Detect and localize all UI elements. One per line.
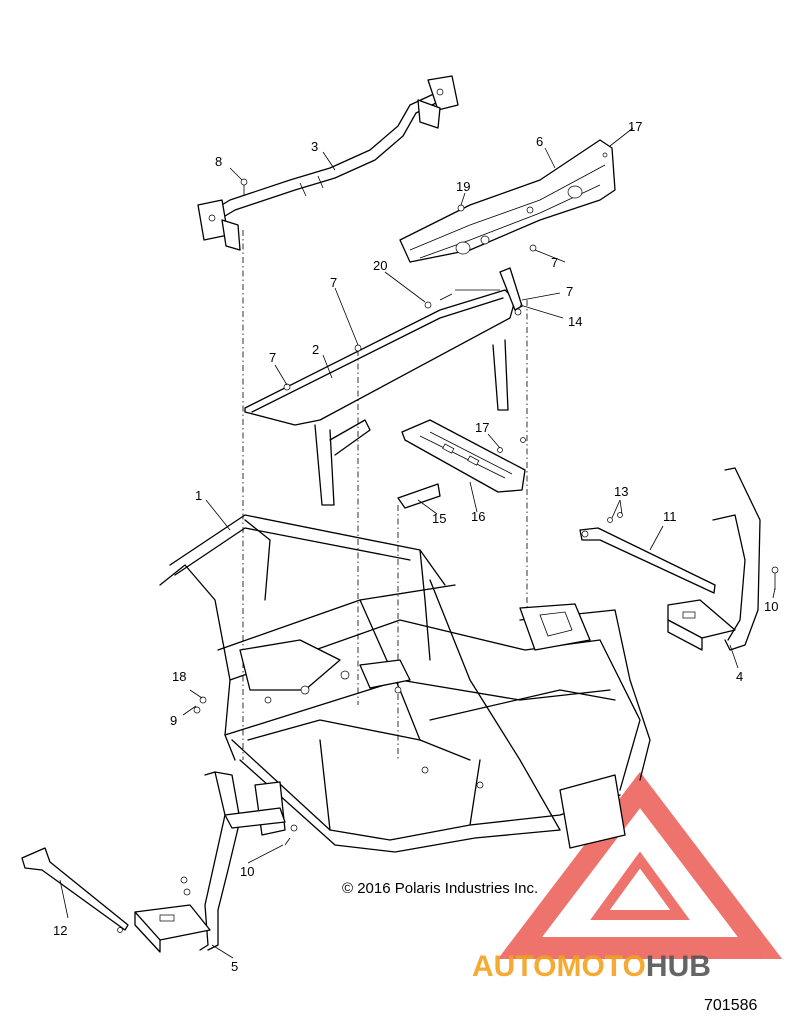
callout-17-a: 17: [628, 119, 642, 134]
assembly-lines: [242, 230, 528, 760]
callout-18: 18: [172, 669, 186, 684]
callout-15: 15: [432, 511, 446, 526]
callout-13: 13: [614, 484, 628, 499]
part-3-upper-tube: [197, 75, 459, 251]
callout-labels: 1 2 3 4 5 6 7 7 7 7 8 9 10 10 11 12 13 1…: [53, 119, 778, 974]
callout-2: 2: [312, 342, 319, 357]
part-1-main-frame: [159, 514, 651, 853]
watermark-text-part2: HUB: [646, 950, 711, 983]
callout-1: 1: [195, 488, 202, 503]
part-12-side-bar-left: [21, 847, 129, 933]
diagram-number: 701586: [704, 997, 757, 1014]
part-11-side-bar-right: [579, 527, 716, 594]
callout-7-a: 7: [330, 275, 337, 290]
callout-12: 12: [53, 923, 67, 938]
callout-3: 3: [311, 139, 318, 154]
part-6-dash-panel: [399, 139, 616, 263]
callout-10-b: 10: [764, 599, 778, 614]
callout-7-c: 7: [551, 255, 558, 270]
copyright-notice: © 2016 Polaris Industries Inc.: [342, 880, 538, 897]
callout-10-a: 10: [240, 864, 254, 879]
part-2-roll-bar: [244, 289, 516, 506]
callout-9: 9: [170, 713, 177, 728]
watermark-logo: [497, 771, 783, 959]
callout-6: 6: [536, 134, 543, 149]
callout-17-b: 17: [475, 420, 489, 435]
callout-5: 5: [231, 959, 238, 974]
leader-lines: [59, 127, 776, 959]
watermark-text: AUTOMOTOHUB: [472, 950, 711, 983]
part-16-skid-plate: [401, 419, 526, 493]
part-14-brace: [499, 267, 523, 311]
callout-20: 20: [373, 258, 387, 273]
part-4-right-rail: [667, 467, 761, 651]
callout-7-d: 7: [566, 284, 573, 299]
callout-4: 4: [736, 669, 743, 684]
callout-14: 14: [568, 314, 582, 329]
callout-11: 11: [663, 509, 677, 524]
part-15-bracket: [397, 483, 441, 509]
callout-7-b: 7: [269, 350, 276, 365]
callout-19: 19: [456, 179, 470, 194]
svg-text:AUTOMOTOHUB: AUTOMOTOHUB: [472, 950, 711, 983]
callout-16: 16: [471, 509, 485, 524]
callout-8: 8: [215, 154, 222, 169]
part-5-left-rail: [134, 771, 286, 953]
watermark-text-part1: AUTOMOTO: [472, 950, 646, 983]
